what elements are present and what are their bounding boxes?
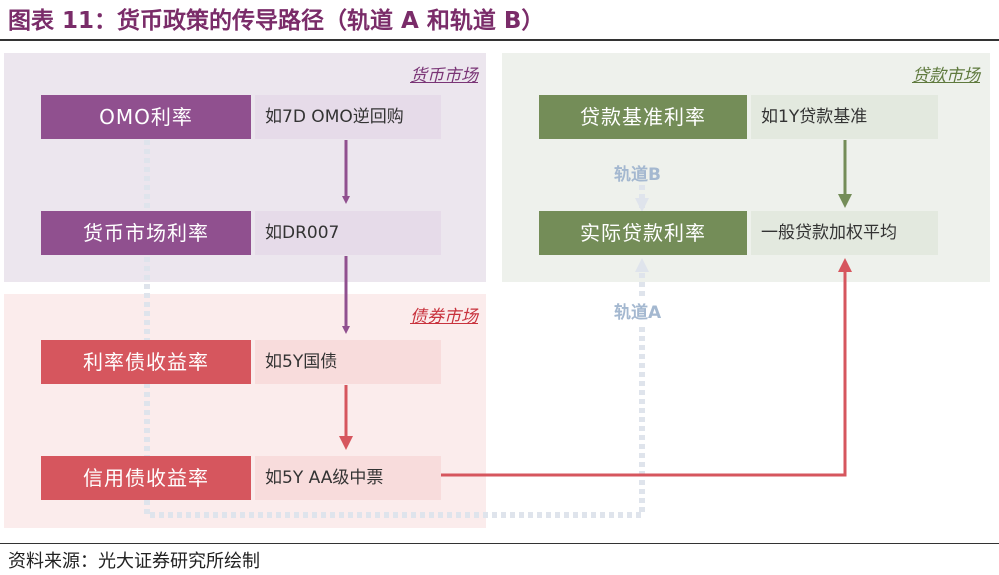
rate-bond-yield-box: 利率债收益率	[41, 340, 251, 384]
money-market-label: 货币市场	[410, 66, 478, 86]
loan-benchmark-rate-example: 如1Y贷款基准	[751, 95, 938, 139]
money-market-rate-example: 如DR007	[255, 211, 441, 255]
rate-bond-yield-example: 如5Y国债	[255, 340, 441, 384]
bond-market-label: 债券市场	[410, 307, 478, 327]
track-a-label: 轨道A	[612, 298, 664, 323]
credit-bond-yield-example: 如5Y AA级中票	[255, 456, 441, 500]
actual-loan-rate-box: 实际贷款利率	[539, 211, 747, 255]
source-note: 资料来源：光大证券研究所绘制	[8, 551, 260, 572]
loan-market-label: 贷款市场	[912, 66, 980, 86]
actual-loan-rate-example: 一般贷款加权平均	[751, 211, 938, 255]
source-divider	[0, 543, 999, 544]
omo-rate-box: OMO利率	[41, 95, 251, 139]
loan-benchmark-rate-box: 贷款基准利率	[539, 95, 747, 139]
arrow-credit-to-actual-loan	[441, 258, 852, 477]
credit-bond-yield-box: 信用债收益率	[41, 456, 251, 500]
track-a-path	[144, 140, 649, 518]
omo-rate-example: 如7D OMO逆回购	[255, 95, 441, 139]
money-market-rate-box: 货币市场利率	[41, 211, 251, 255]
figure-title: 图表 11：货币政策的传导路径（轨道 A 和轨道 B）	[8, 8, 545, 34]
track-b-label: 轨道B	[612, 160, 663, 185]
title-divider	[0, 39, 999, 41]
